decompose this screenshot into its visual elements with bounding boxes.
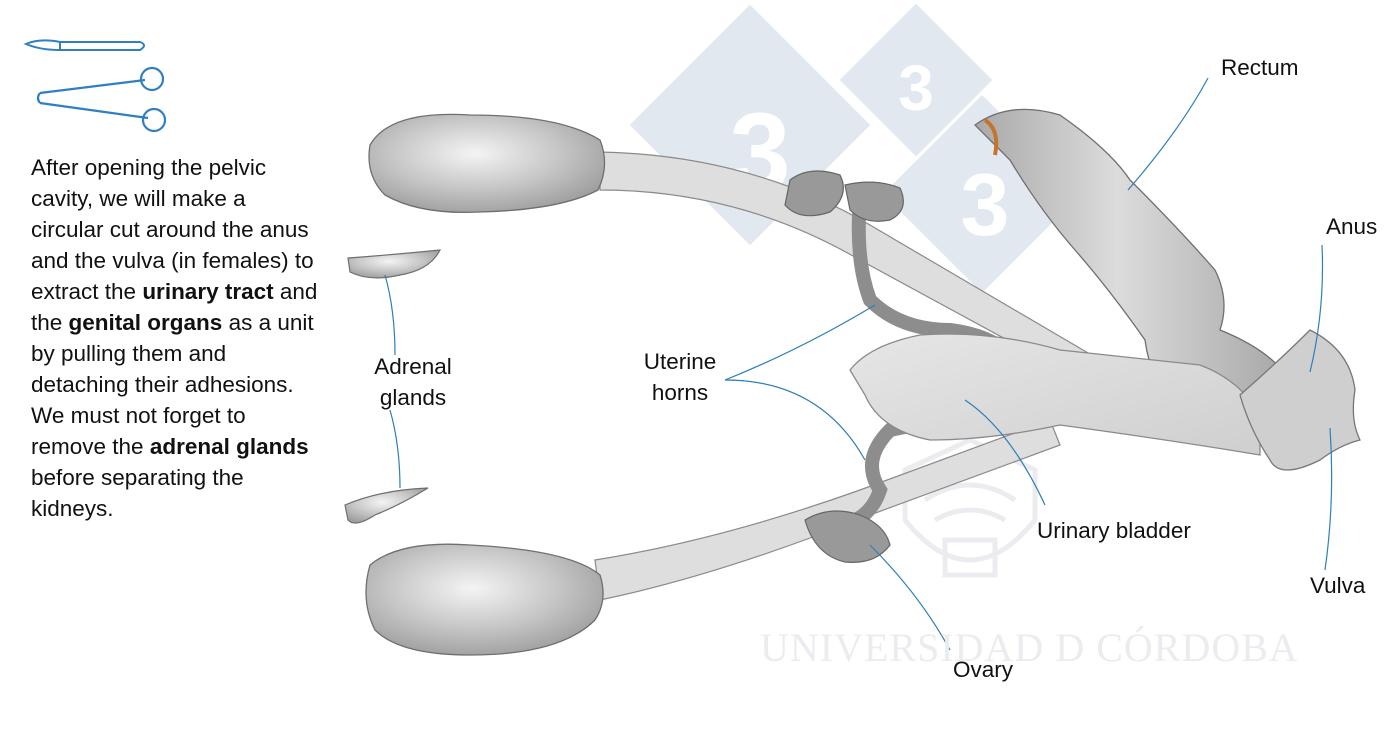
kidney-upper [368,113,606,214]
leader-lines [384,77,1333,651]
term-genital-organs: genital organs [68,310,223,335]
adrenal-gland-upper [347,249,442,279]
term-urinary-tract: urinary tract [142,279,274,304]
adrenal-gland-lower [344,487,429,524]
university-seal [902,437,1038,578]
label-uterine-horns: Uterine horns [643,349,717,405]
rectum-ligature [983,118,999,156]
watermark-numeral: 3 [961,155,1010,254]
term-adrenal-glands: adrenal glands [149,434,309,459]
urinary-bladder [849,333,1261,456]
label-urinary-bladder: Urinary bladder [1037,518,1191,543]
watermark-numeral: 3 [898,52,934,124]
scissors-icon [36,66,167,133]
ovaries [784,170,904,563]
label-adrenal-glands: Adrenal glands [374,354,452,410]
instruction-text: After opening the pelvic cavity, we will… [31,155,318,521]
label-rectum: Rectum [1221,55,1299,80]
label-vulva: Vulva [1310,573,1366,598]
kidney-lower [365,543,604,656]
label-anus: Anus [1326,214,1378,239]
scalpel-icon [23,39,145,51]
watermark-university-name: UNIVERSIDAD D CÓRDOBA [760,625,1299,670]
label-ovary: Ovary [953,657,1014,682]
